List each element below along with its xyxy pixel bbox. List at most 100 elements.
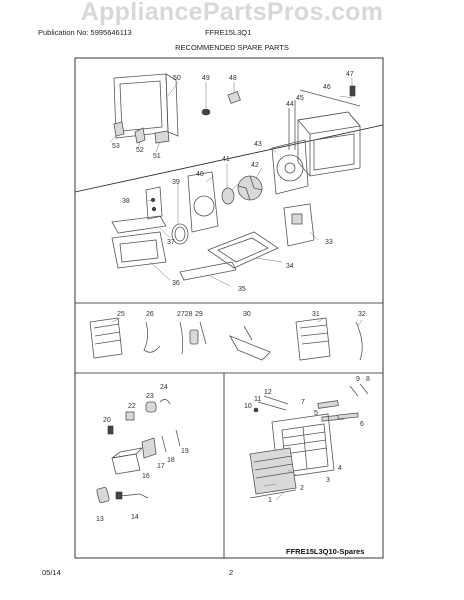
part-20-connector	[107, 425, 114, 435]
callout-24: 24	[160, 384, 168, 391]
callout-12: 12	[264, 389, 272, 396]
callout-10: 10	[244, 403, 252, 410]
part-5-6-strips	[321, 412, 359, 422]
callout-3: 3	[326, 477, 330, 484]
callout-19: 19	[181, 448, 189, 455]
callout-40: 40	[196, 171, 204, 178]
callout-17: 17	[157, 463, 165, 470]
part-26-tube	[143, 321, 161, 353]
callout-36: 36	[172, 280, 180, 287]
part-40-scroll-housing	[187, 171, 219, 233]
part-19-rod	[175, 429, 181, 447]
callout-6: 6	[360, 421, 364, 428]
part-41-motor	[221, 164, 235, 205]
part-53-clip	[113, 121, 125, 137]
part-7-strip	[317, 400, 339, 409]
part-33-side-panel	[283, 203, 315, 247]
callout-29: 29	[195, 311, 203, 318]
callout-41: 41	[222, 156, 230, 163]
part-22-relay	[125, 411, 135, 421]
callout-53: 53	[112, 143, 120, 150]
leader-lines	[109, 81, 363, 501]
part-37-panel	[111, 215, 167, 234]
part-50-front-frame	[113, 73, 179, 139]
part-cabinet-wrapper	[297, 111, 361, 177]
callout-35: 35	[238, 286, 246, 293]
callout-42: 42	[251, 162, 259, 169]
part-14-power-cord	[115, 491, 149, 500]
page-subtitle: RECOMMENDED SPARE PARTS	[175, 43, 289, 52]
model-number: FFRE15L3Q1	[205, 28, 252, 37]
callout-48: 48	[229, 75, 237, 82]
callout-44: 44	[286, 101, 294, 108]
callout-8: 8	[366, 376, 370, 383]
callout-31: 31	[312, 311, 320, 318]
callout-16: 16	[142, 473, 150, 480]
part-35-base-rail	[179, 261, 237, 281]
part-17-bracket	[141, 437, 157, 459]
callout-49: 49	[202, 75, 210, 82]
callout-9: 9	[356, 376, 360, 383]
part-2-filter	[249, 447, 297, 495]
callout-22: 22	[128, 403, 136, 410]
part-52-clip	[134, 127, 146, 144]
part-27-28-29-compressor-parts	[179, 321, 207, 355]
callout-34: 34	[286, 263, 294, 270]
part-36-drain-pan	[111, 231, 167, 269]
callout-13: 13	[96, 516, 104, 523]
footer-date: 05/14	[42, 568, 61, 577]
footer-page-number: 2	[229, 568, 234, 577]
part-9-8-screws	[349, 383, 369, 397]
part-1-base-strip	[249, 489, 297, 499]
part-32-cord	[355, 321, 363, 361]
callout-47: 47	[346, 71, 354, 78]
callout-14: 14	[131, 514, 139, 521]
callout-30: 30	[243, 311, 251, 318]
part-16-box	[111, 447, 144, 475]
callout-1: 1	[268, 497, 272, 504]
diagonal-separator	[74, 124, 384, 193]
callout-45: 45	[296, 95, 304, 102]
part-18-rod	[161, 435, 167, 453]
callout-2: 2	[300, 485, 304, 492]
callout-5: 5	[314, 410, 318, 417]
part-38-control-bracket	[145, 186, 163, 220]
callout-38: 38	[122, 198, 130, 205]
part-48-bracket	[227, 82, 241, 104]
callout-51: 51	[153, 153, 161, 160]
spares-label: FFRE15L3Q10-Spares	[286, 547, 365, 556]
watermark: AppliancePartsPros.com	[80, 0, 384, 26]
callout-4: 4	[338, 465, 342, 472]
callout-37: 37	[167, 239, 175, 246]
part-13-remote	[96, 486, 110, 504]
diagram-frame	[74, 57, 384, 559]
callout-39: 39	[172, 179, 180, 186]
callout-43: 43	[254, 141, 262, 148]
callout-20: 20	[103, 417, 111, 424]
part-42-fan-blade	[237, 175, 263, 201]
callout-11: 11	[254, 396, 261, 403]
publication-number: Publication No: 5995646113	[38, 28, 132, 37]
callout-7: 7	[301, 399, 305, 406]
part-24-clip	[159, 399, 171, 405]
part-51-plate	[154, 130, 170, 144]
part-34-base-pan	[207, 231, 279, 269]
part-46-rail	[299, 89, 361, 107]
callout-52: 52	[136, 147, 144, 154]
part-23-capacitor	[145, 401, 157, 413]
part-49-knob	[201, 82, 211, 116]
callout-33: 33	[325, 239, 333, 246]
callout-26: 26	[146, 311, 154, 318]
part-30-harness	[229, 325, 271, 361]
callout-50: 50	[173, 75, 181, 82]
callout-23: 23	[146, 393, 154, 400]
callout-25: 25	[117, 311, 125, 318]
part-31-condenser	[295, 317, 331, 361]
part-12-11-10-hardware	[253, 395, 289, 413]
part-25-coil	[89, 317, 123, 359]
part-39-blower-wheel	[171, 184, 189, 245]
callout-46: 46	[323, 84, 331, 91]
part-44-45-side-strips	[288, 100, 296, 150]
callout-32: 32	[358, 311, 366, 318]
